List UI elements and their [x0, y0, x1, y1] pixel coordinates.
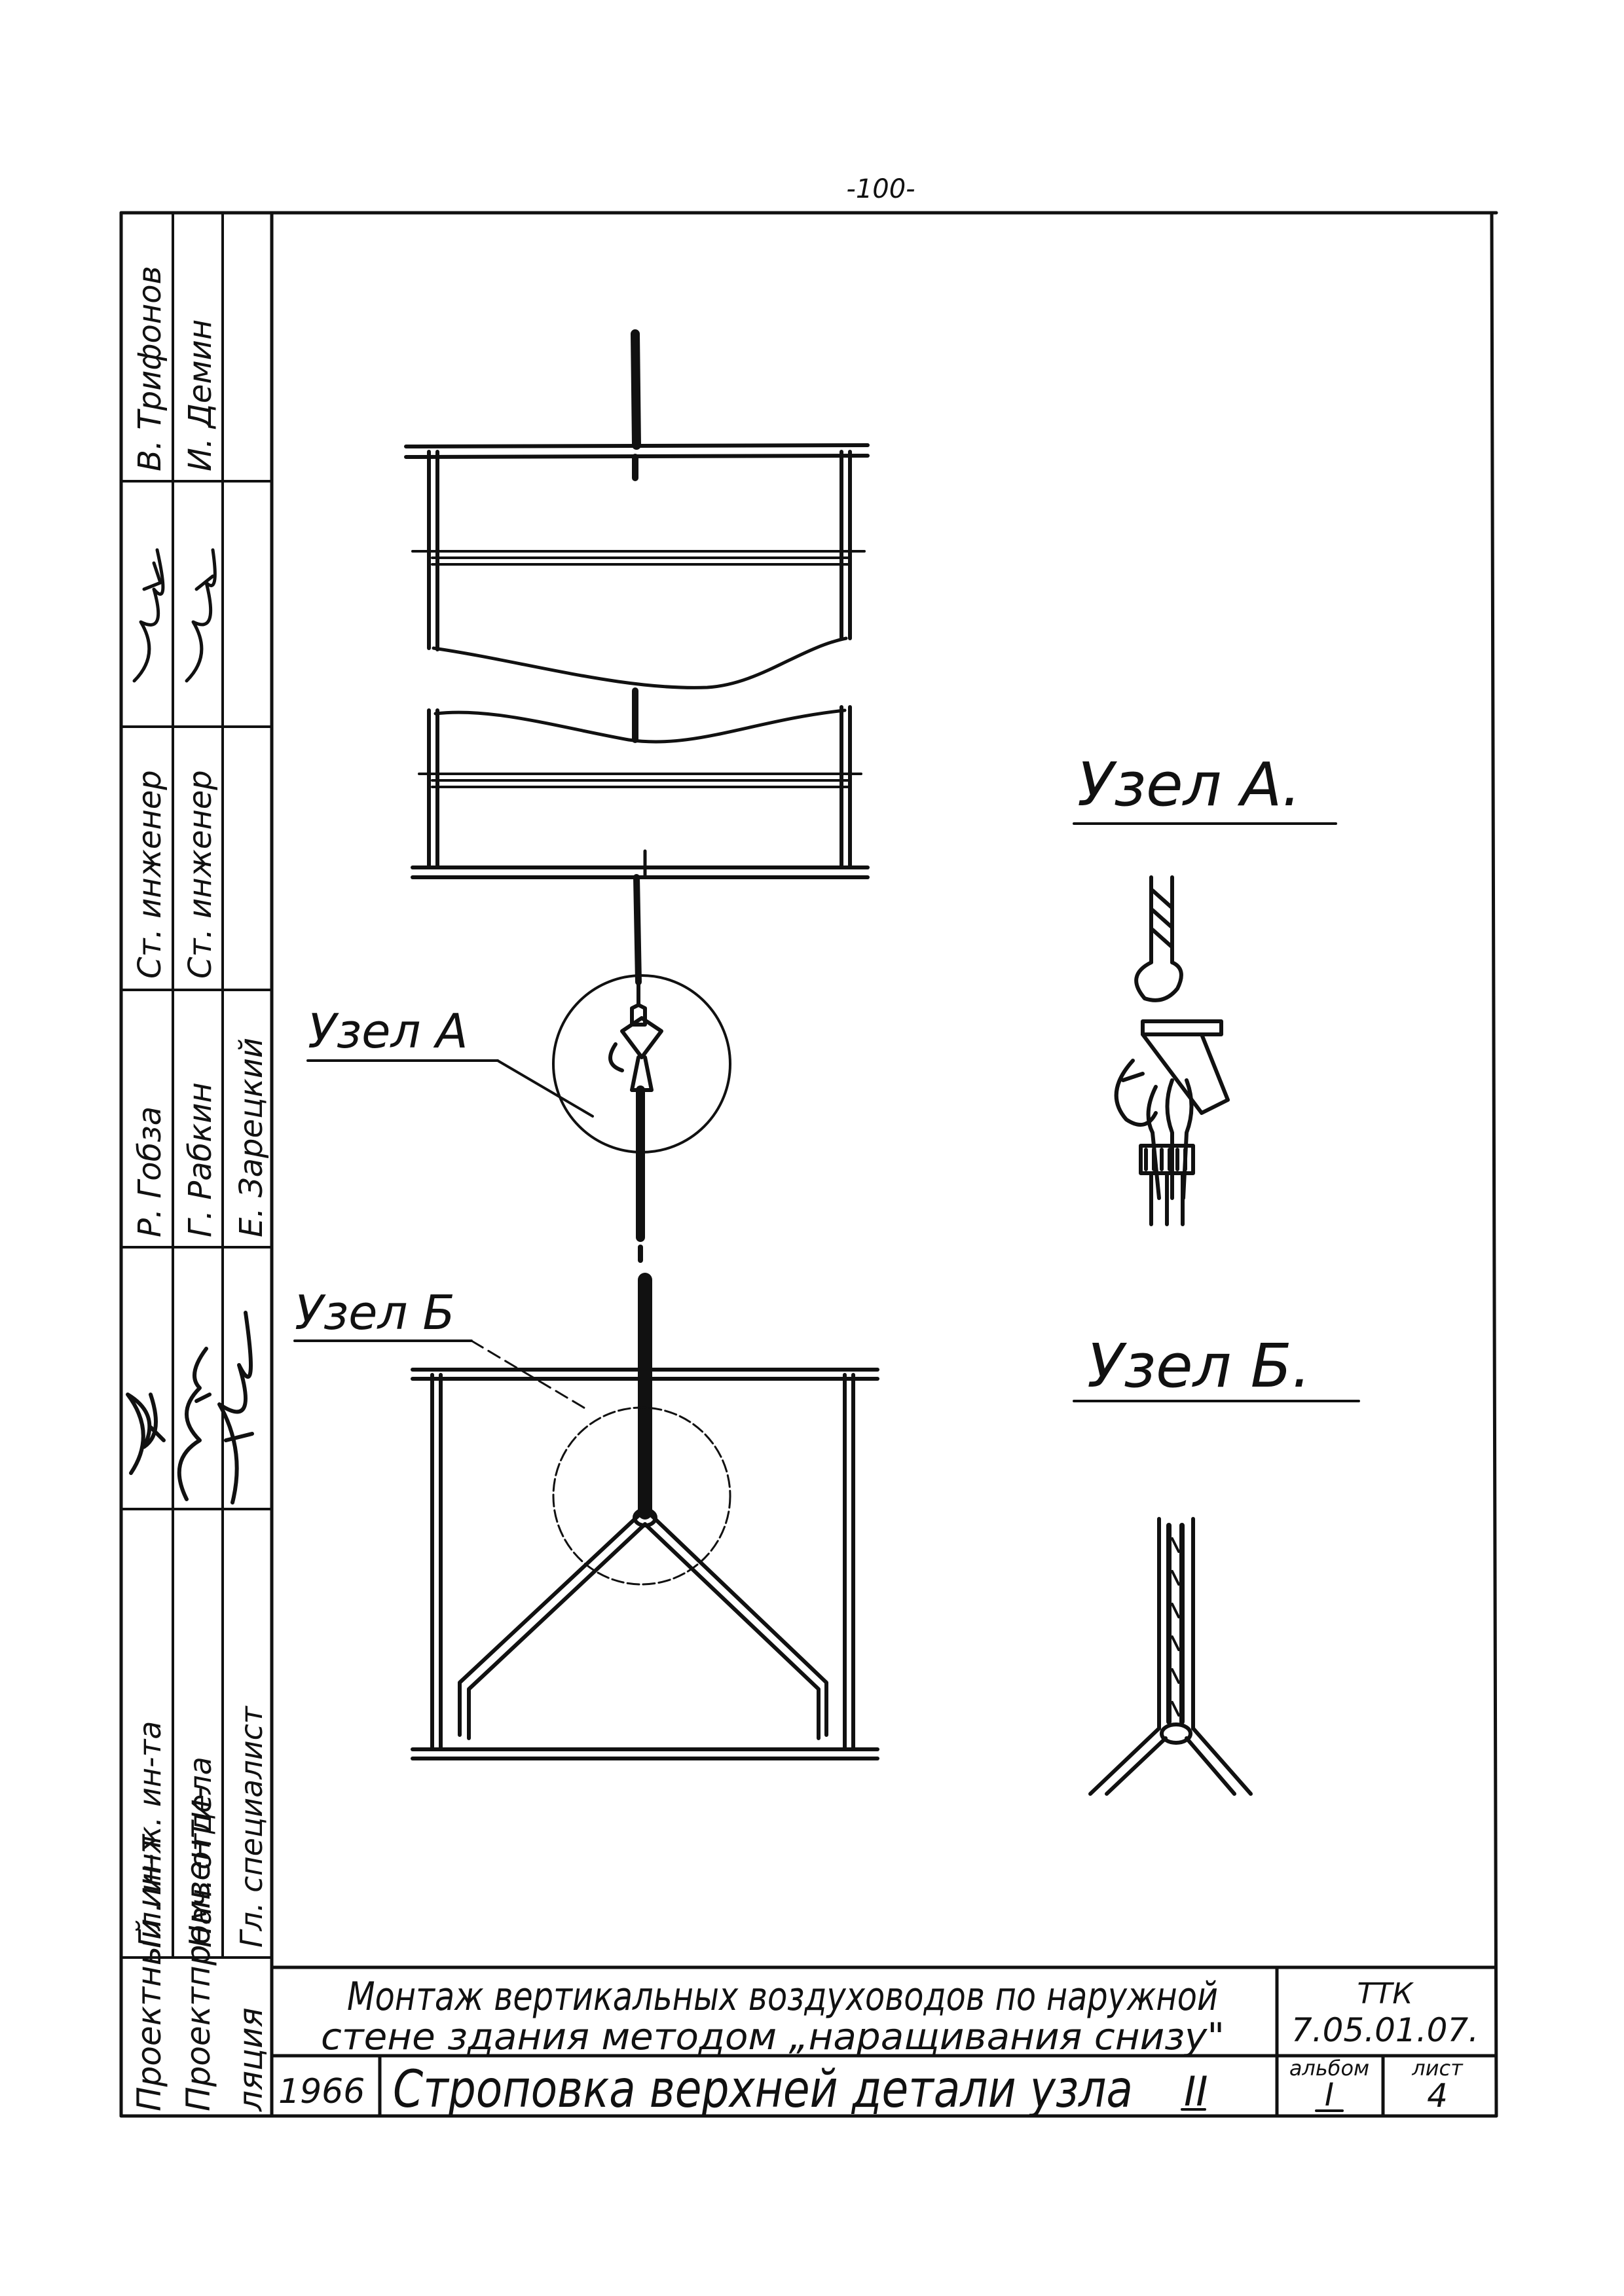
upper-duct-section [404, 443, 870, 689]
stamp-name-gobza: Р. Гобза [132, 1106, 168, 1237]
detail-node-a: Узел А. [1073, 750, 1337, 1226]
stamp-senior-engineer-1: Ст. инженер [132, 770, 168, 979]
stamp-name-trifonov: В. Трифонов [132, 266, 168, 471]
stamp-org-line3: ляция [232, 2007, 270, 2112]
side-stamp: Проектный ин-т Проектпромвенти- ляция Гл… [120, 211, 273, 2112]
stamp-org-line2: Проектпромвенти- [179, 1787, 217, 2111]
project-title-line2: стене здания методом „наращивания снизу" [321, 2016, 1225, 2058]
hanging-duct-section [411, 1368, 879, 1760]
main-drawing: Узел А Узел Б [293, 329, 879, 1760]
sheet-title: Строповка верхней детали узла [393, 2060, 1133, 2119]
callout-node-b-leader [470, 1339, 591, 1412]
stamp-name-rabkin: Г. Рабкин [182, 1082, 219, 1237]
page-number: -100- [846, 174, 915, 204]
year: 1966 [278, 2072, 365, 2111]
top-cable [631, 329, 641, 450]
project-title-line1: Монтаж вертикальных воздуховодов по нару… [347, 1974, 1218, 2020]
stamp-senior-engineer-2: Ст. инженер [182, 770, 219, 979]
title-block: Монтаж вертикальных воздуховодов по нару… [270, 1965, 1496, 2119]
detail-a-title: Узел А. [1077, 750, 1301, 820]
cable-to-node-a [633, 874, 642, 985]
stamp-signatures-1 [126, 1311, 254, 1504]
stamp-org-line1: Проектный ин-т [130, 1833, 168, 2111]
callout-node-a-label: Узел А [308, 1004, 468, 1059]
detail-b-title: Узел Б. [1087, 1331, 1311, 1401]
stamp-position-dept-head: Нач. отдела [183, 1757, 218, 1948]
doc-code: 7.05.01.07. [1291, 2011, 1479, 2049]
node-b-marker [552, 1406, 731, 1586]
stamp-position-chief-engineer: Гл. инж. ин-та [132, 1721, 168, 1948]
lower-duct-section [411, 705, 870, 879]
doc-type: ТТК [1357, 1977, 1414, 2011]
stamp-name-zaretsky: Е. Зарецкий [233, 1038, 270, 1237]
stamp-position-chief-specialist: Гл. специалист [234, 1705, 269, 1948]
callout-node-a-leader [496, 1059, 594, 1118]
detail-node-b: Узел Б. [1073, 1331, 1360, 1796]
stamp-name-demin: И. Демин [182, 319, 219, 471]
sheet-frame [119, 211, 1498, 2118]
stamp-signatures-2 [132, 548, 217, 683]
sheet-title-roman: II [1184, 2068, 1208, 2115]
sheet-label: лист [1411, 2056, 1464, 2081]
album-value: I [1325, 2077, 1334, 2113]
album-label: альбом [1289, 2056, 1369, 2081]
sheet-value: 4 [1427, 2077, 1448, 2115]
callout-node-b-label: Узел Б [295, 1285, 455, 1340]
